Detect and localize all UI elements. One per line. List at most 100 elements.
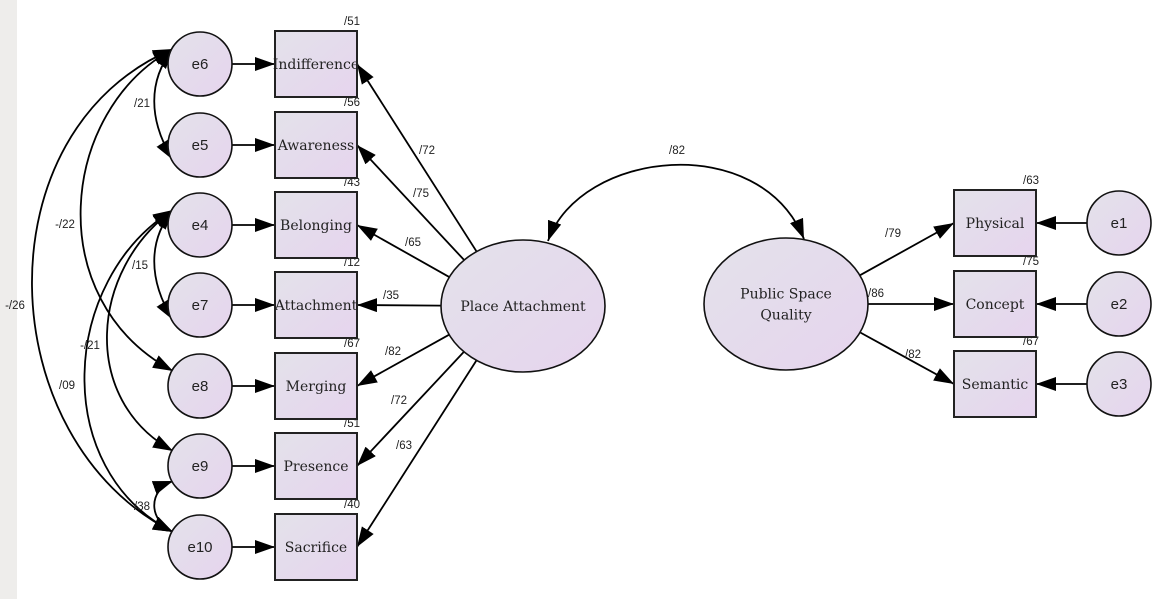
error-label: e6	[192, 56, 209, 73]
covariance-arc-e9-e10	[151, 480, 174, 533]
indicator-label: Presence	[283, 459, 348, 475]
indicator-sacrifice[interactable]	[274, 513, 358, 581]
covariance-label: /09	[59, 380, 75, 392]
r-squared-label: /75	[1023, 256, 1039, 268]
indicator-label: Attachment	[274, 298, 358, 314]
loading-label: /72	[419, 145, 435, 157]
error-circle[interactable]	[167, 31, 233, 97]
error-e6[interactable]	[167, 31, 233, 97]
loading-label: /35	[383, 290, 399, 302]
loading-path	[356, 224, 450, 278]
error-e5[interactable]	[167, 112, 233, 178]
error-e9[interactable]	[167, 433, 233, 499]
error-e1[interactable]	[1086, 190, 1152, 256]
covariance-label: /21	[134, 98, 150, 110]
indicator-belonging[interactable]	[274, 191, 358, 259]
loading-path	[356, 144, 465, 261]
error-e4[interactable]	[167, 192, 233, 258]
loading-label: /63	[396, 440, 412, 452]
indicator-box[interactable]	[953, 189, 1037, 257]
latent-ellipse[interactable]	[440, 239, 606, 373]
error-label: e4	[192, 217, 209, 234]
indicator-box[interactable]	[274, 30, 358, 98]
indicator-label: Indifference	[273, 57, 359, 73]
indicator-concept[interactable]	[953, 270, 1037, 338]
loading-label: /72	[391, 395, 407, 407]
r-squared-label: /40	[344, 499, 360, 511]
latent-correlation-label: /82	[669, 145, 685, 157]
r-squared-label: /63	[1023, 175, 1039, 187]
indicator-awareness[interactable]	[274, 111, 358, 179]
loading-label: /82	[905, 349, 921, 361]
error-e7[interactable]	[167, 272, 233, 338]
indicator-box[interactable]	[274, 191, 358, 259]
latent-psq[interactable]	[703, 237, 869, 371]
error-circle[interactable]	[167, 192, 233, 258]
r-squared-label: /43	[344, 177, 360, 189]
error-circle[interactable]	[1086, 351, 1152, 417]
covariance-label: -/26	[5, 300, 25, 312]
covariance-arc-e6-e8	[79, 48, 174, 372]
loading-path	[356, 351, 465, 467]
loading-path	[356, 63, 478, 253]
indicator-label: Merging	[286, 379, 347, 395]
error-label: e3	[1111, 376, 1128, 393]
error-circle[interactable]	[167, 433, 233, 499]
latent-correlation-arc	[547, 164, 805, 242]
error-circle[interactable]	[167, 353, 233, 419]
indicator-box[interactable]	[953, 270, 1037, 338]
error-circle[interactable]	[1086, 190, 1152, 256]
covariance-arc-e4-e10	[83, 209, 174, 533]
loading-path	[356, 298, 442, 313]
r-squared-label: /67	[1023, 336, 1039, 348]
covariance-label: -/21	[80, 340, 100, 352]
indicator-merging[interactable]	[274, 352, 358, 420]
loading-label: /65	[405, 237, 421, 249]
error-e3[interactable]	[1086, 351, 1152, 417]
indicator-label: Physical	[966, 216, 1025, 232]
latent-label: Place Attachment	[460, 299, 586, 315]
error-label: e8	[192, 378, 209, 395]
error-label: e7	[192, 297, 209, 314]
loading-path	[356, 359, 478, 548]
loading-label: /82	[385, 346, 401, 358]
indicator-presence[interactable]	[274, 432, 358, 500]
loading-path	[859, 222, 955, 277]
error-label: e9	[192, 458, 209, 475]
indicator-physical[interactable]	[953, 189, 1037, 257]
indicator-label: Concept	[966, 297, 1025, 313]
latent-label: Public Space	[740, 287, 832, 303]
error-circle[interactable]	[167, 272, 233, 338]
error-circle[interactable]	[167, 112, 233, 178]
indicator-box[interactable]	[274, 111, 358, 179]
latent-pa[interactable]	[440, 239, 606, 373]
indicator-label: Belonging	[280, 218, 352, 234]
covariance-label: /38	[134, 501, 150, 513]
indicator-attachment[interactable]	[274, 271, 358, 339]
covariance-label: /15	[132, 260, 148, 272]
error-e2[interactable]	[1086, 271, 1152, 337]
latent-label: Quality	[760, 308, 811, 324]
covariance-arc-e6-e10	[31, 48, 174, 533]
r-squared-label: /51	[344, 16, 360, 28]
r-squared-label: /56	[344, 97, 360, 109]
indicator-box[interactable]	[274, 352, 358, 420]
latent-ellipse[interactable]	[703, 237, 869, 371]
indicator-box[interactable]	[953, 350, 1037, 418]
loading-path	[356, 333, 450, 387]
indicator-indifference[interactable]	[274, 30, 358, 98]
error-e10[interactable]	[167, 514, 233, 580]
indicator-label: Semantic	[962, 377, 1029, 393]
indicator-box[interactable]	[274, 432, 358, 500]
indicator-label: Awareness	[277, 138, 354, 154]
error-e8[interactable]	[167, 353, 233, 419]
error-label: e1	[1111, 215, 1128, 232]
error-circle[interactable]	[1086, 271, 1152, 337]
loading-label: /79	[885, 228, 901, 240]
indicator-box[interactable]	[274, 513, 358, 581]
indicator-label: Sacrifice	[285, 540, 347, 556]
indicator-semantic[interactable]	[953, 350, 1037, 418]
loading-path	[859, 331, 955, 385]
error-circle[interactable]	[167, 514, 233, 580]
indicator-box[interactable]	[274, 271, 358, 339]
